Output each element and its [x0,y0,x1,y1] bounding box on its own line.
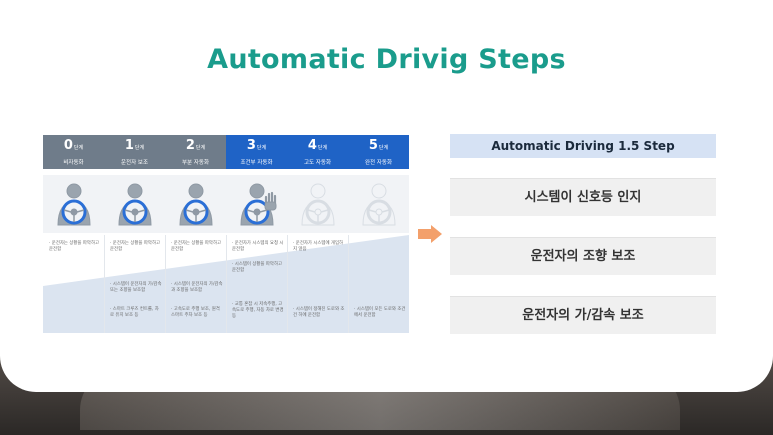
level-label: 비자동화 [63,160,84,166]
driver-icon [296,181,340,227]
level-description: · 시스템이 운전자의 가/감속과 조향을 보조함 [171,282,223,293]
driver-icon [113,181,157,227]
level-number: 4단계 [307,138,328,153]
column-divider [165,235,166,333]
level-description: · 시스템이 상황을 파악하고 운전함 [232,262,283,273]
column-divider [226,235,227,333]
level-description: · 시스템이 정해진 도로와 조건 하에 운전함 [293,307,345,318]
feature-traffic-light: 시스템이 신호등 인지 [450,178,716,216]
level-label: 완전 자동화 [364,160,393,166]
level-description: · 운전자는 상황을 파악하고 운전함 [171,241,222,252]
level-description: · 운전자는 상황을 파악하고 운전함 [49,241,100,252]
page-title: Automatic Drivig Steps [207,44,566,75]
level-description: · 운전자가 시스템의 요청 시 운전함 [232,241,284,252]
level-description: · 운전자는 상황을 파악하고 운전함 [110,241,161,252]
driver-icon [235,181,279,227]
driver-icon-row [43,175,409,233]
level-number: 0단계 [63,138,84,153]
level-description: · 운전자가 시스템에 개입하지 않음 [293,241,344,252]
feature-speed-assist: 운전자의 가/감속 보조 [450,296,716,334]
level-number: 2단계 [185,138,206,153]
level-description: · 고속도로 주행 보조, 원격 스마트 주차 보조 등 [171,307,220,318]
column-divider [287,235,288,333]
level-description: · 교통 혼잡 시 저속주행, 고속도로 주행, 자동 차로 변경 등 [232,302,284,319]
panel-header: Automatic Driving 1.5 Step [450,134,716,158]
level-label: 운전자 보조 [120,160,149,166]
level-number: 3단계 [246,138,267,153]
level-label: 고도 자동화 [303,160,332,166]
column-divider [348,235,349,333]
level-number: 1단계 [124,138,145,153]
driver-icon [357,181,401,227]
driver-icon [52,181,96,227]
level-label: 부분 자동화 [181,160,210,166]
level-label: 조건부 자동화 [240,160,273,166]
column-divider [104,235,105,333]
level-number: 5단계 [368,138,389,153]
level-description: · 시스템이 운전자의 가/감속 또는 조향을 보조함 [110,282,162,293]
driver-icon [174,181,218,227]
level-description: · 스마트 크루즈 컨트롤, 차로 유지 보조 등 [110,307,159,318]
feature-steering-assist: 운전자의 조향 보조 [450,237,716,275]
level-description: · 시스템이 모든 도로와 조건에서 운전함 [354,307,406,318]
